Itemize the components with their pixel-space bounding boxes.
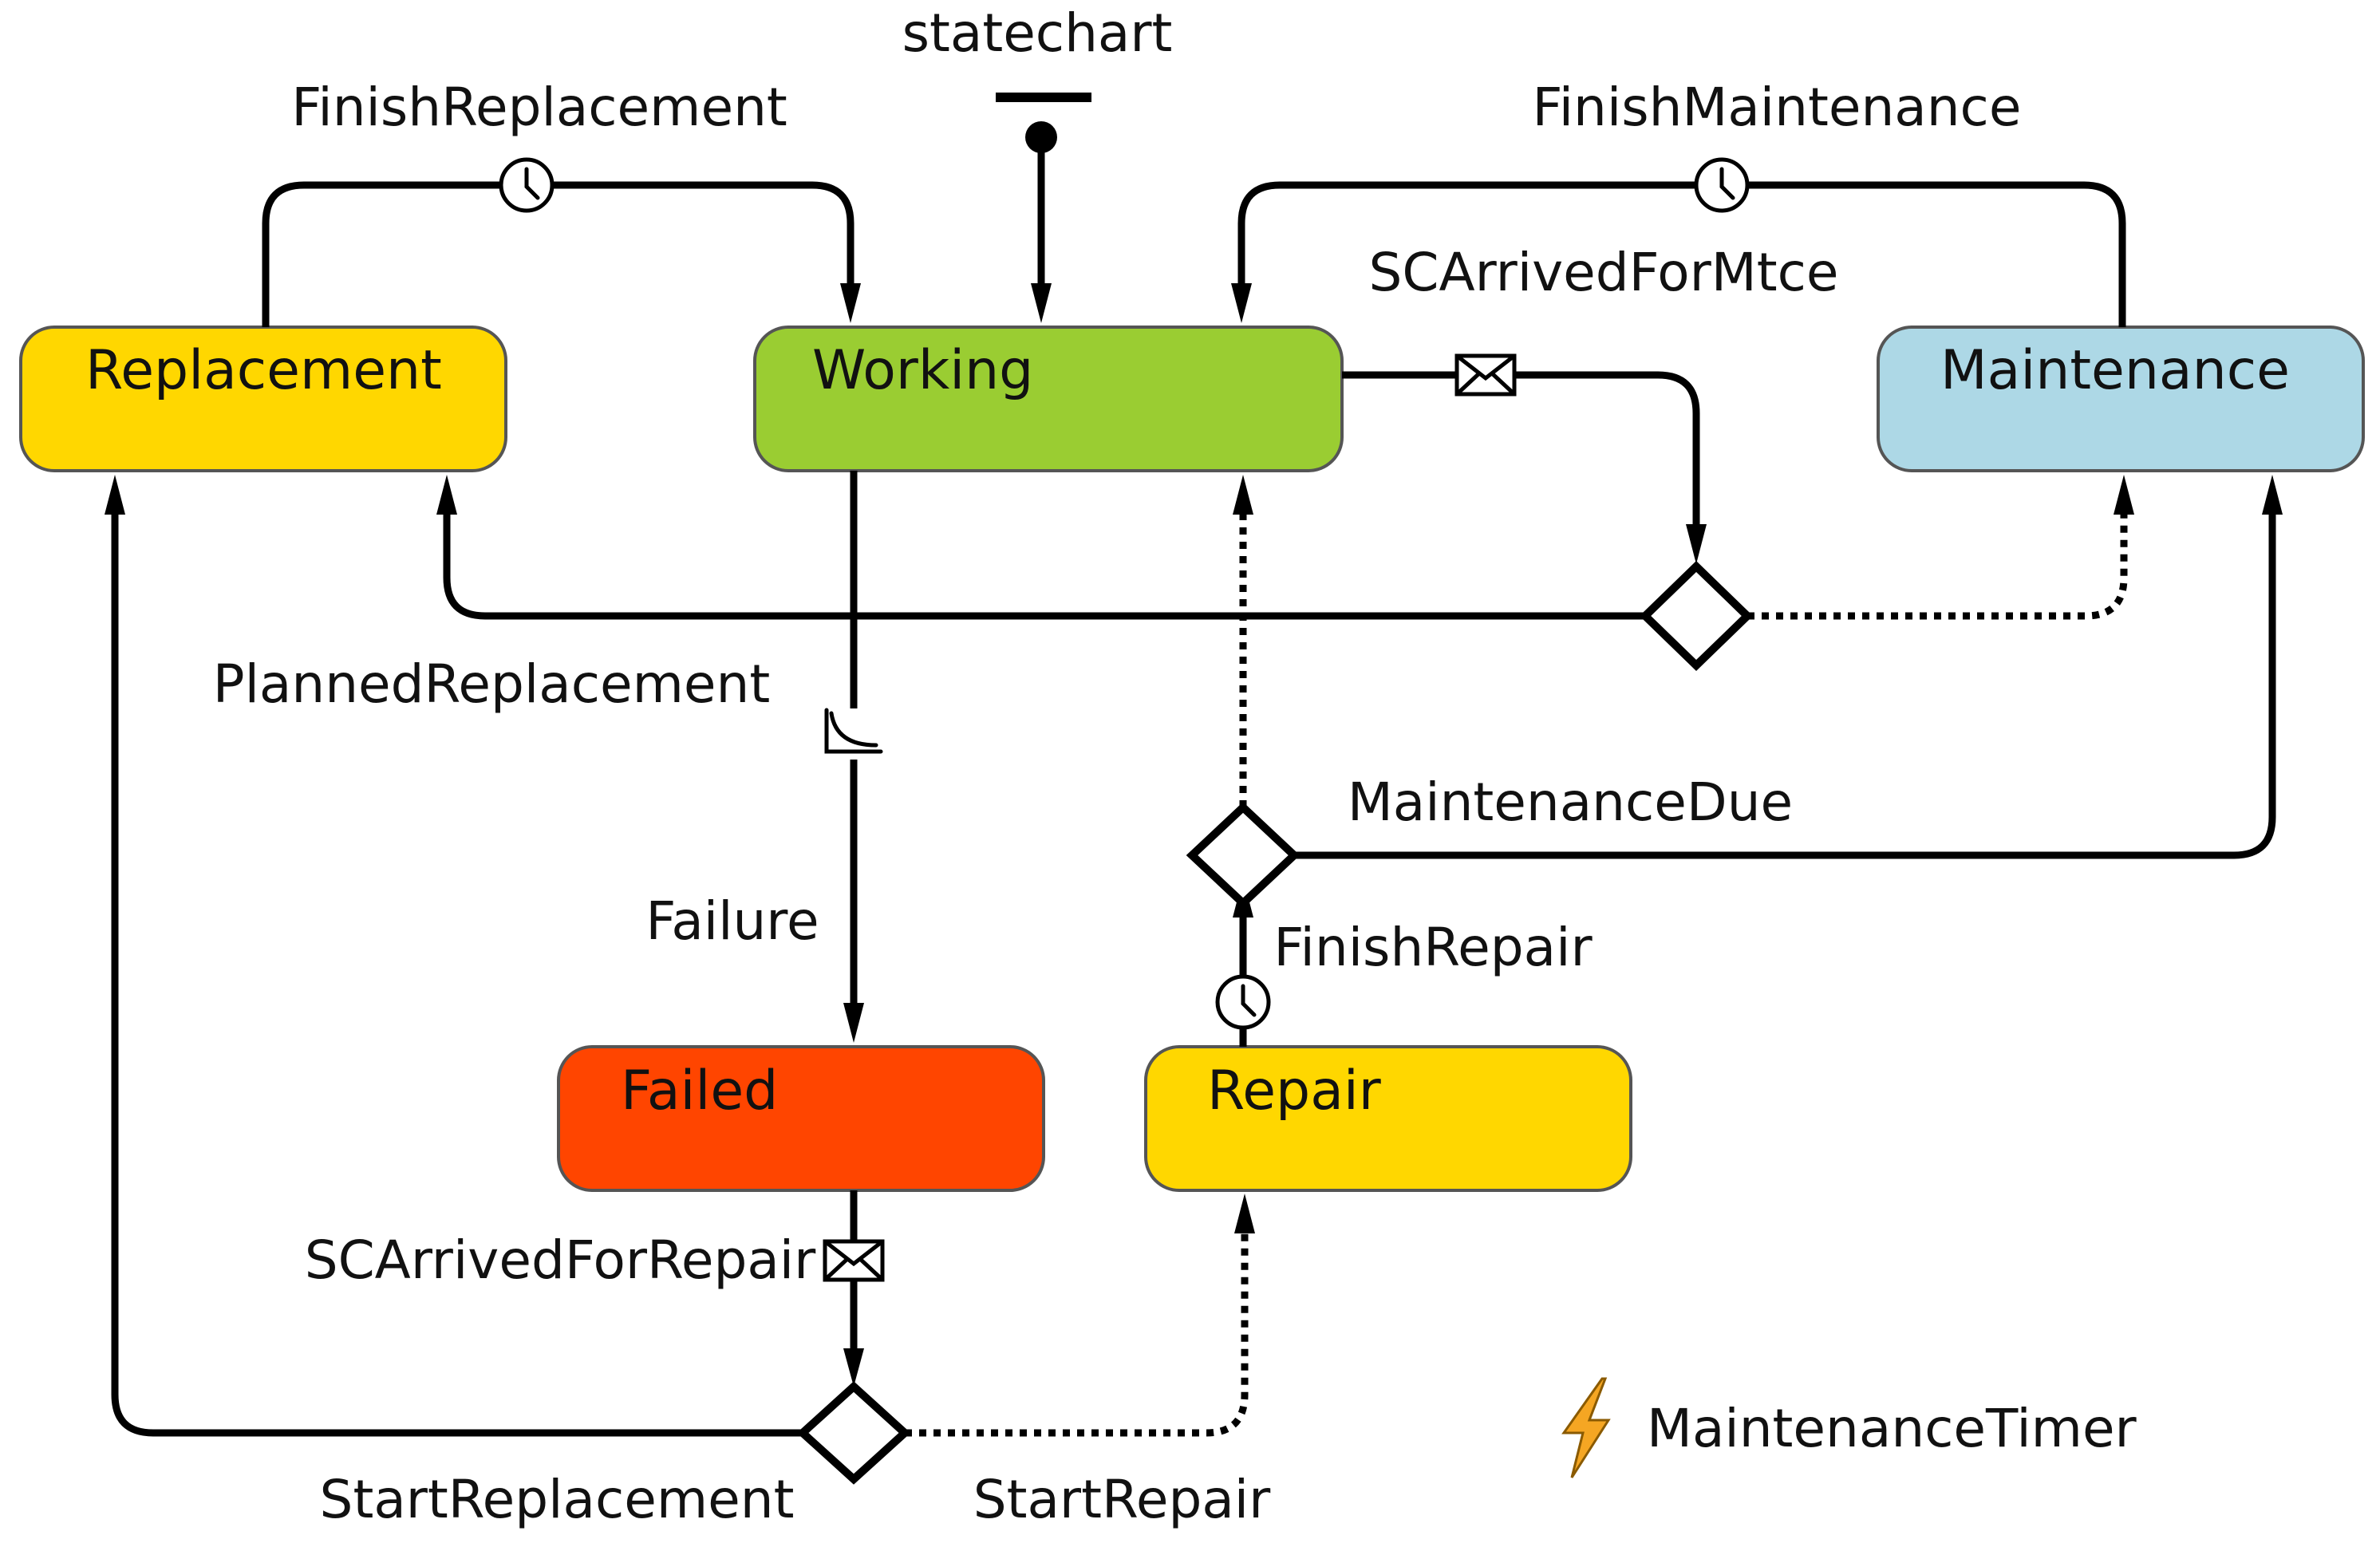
branch-failed [105,475,1255,1485]
state-failed-label: Failed [621,1060,778,1123]
entry-arrowhead [1031,283,1052,323]
envelope-icon [1454,353,1517,397]
maintenance-timer-event[interactable]: MaintenanceTimer [1561,1377,2137,1478]
state-replacement[interactable]: Replacement [19,326,507,472]
finish-maintenance-label: FinishMaintenance [1533,77,2022,138]
clock-icon [1215,974,1271,1030]
transition-finish-maintenance[interactable]: FinishMaintenance [1231,77,2126,327]
failure-label: Failure [645,890,819,952]
transition-finish-repair[interactable]: FinishRepair [1233,878,1593,1047]
maintenance-due-label: MaintenanceDue [1348,772,1793,833]
transition-sc-arrived-for-repair[interactable]: SCArrivedForRepair [305,1190,864,1387]
envelope-icon [823,1239,885,1282]
transition-sc-arrived-for-mtce[interactable]: SCArrivedForMtce [1342,242,1838,564]
state-repair[interactable]: Repair [1144,1045,1632,1192]
start-repair-label: StartRepair [973,1469,1271,1530]
rate-curve-icon [822,708,886,760]
state-working-label: Working [812,339,1033,402]
lightning-icon [1561,1377,1611,1478]
clock-icon [1694,157,1750,213]
state-maintenance-label: Maintenance [1940,339,2290,402]
sc-arrived-for-repair-label: SCArrivedForRepair [305,1229,816,1291]
state-repair-label: Repair [1207,1060,1381,1123]
finish-repair-label: FinishRepair [1273,917,1593,978]
finish-replacement-label: FinishReplacement [291,77,787,138]
state-failed[interactable]: Failed [557,1045,1045,1192]
branch-mtce [436,475,2134,671]
sc-arrived-for-mtce-label: SCArrivedForMtce [1369,242,1839,303]
statechart-label: statechart [902,2,1173,64]
clock-icon [499,157,555,213]
state-working[interactable]: Working [753,326,1344,472]
branch-repair [1186,475,2283,909]
planned-replacement-label: PlannedReplacement [213,653,770,715]
transition-finish-replacement[interactable]: FinishReplacement [262,77,861,327]
start-replacement-label: StartReplacement [320,1469,795,1530]
maintenance-timer-label: MaintenanceTimer [1647,1398,2137,1459]
state-maintenance[interactable]: Maintenance [1877,326,2365,472]
state-replacement-label: Replacement [85,339,442,402]
